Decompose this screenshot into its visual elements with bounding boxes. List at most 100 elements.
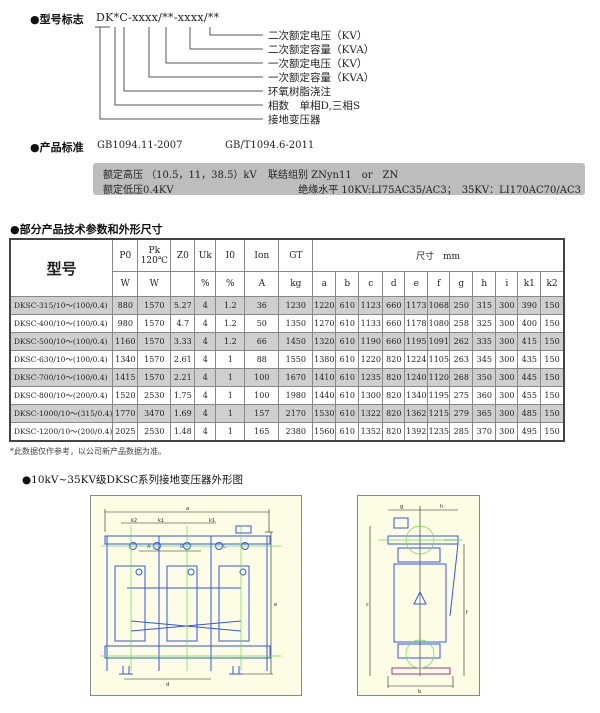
model-code: DK*C-xxxx/**-xxxx/** [96, 11, 220, 24]
value-cell: 300 [495, 350, 519, 369]
header-col: Ion [244, 238, 280, 272]
value-cell: 360 [472, 386, 497, 405]
value-cell: 1240 [404, 368, 429, 387]
value-cell: 610 [335, 386, 360, 405]
value-cell: 100 [244, 368, 280, 387]
value-cell: 820 [382, 368, 406, 387]
standard-section-title: ●产品标准 [30, 141, 84, 154]
value-cell: 1 [215, 386, 246, 405]
rated-hv: 额定高压 （10.5，11，38.5）kV [103, 170, 257, 181]
value-cell: 1.2 [215, 332, 246, 351]
value-cell: 300 [495, 314, 519, 333]
value-cell: 300 [495, 332, 519, 351]
value-cell: 50 [244, 314, 280, 333]
value-cell: 4 [194, 404, 217, 423]
value-cell: 3470 [137, 404, 172, 423]
label-primary-voltage: 一次额定电压（KV） [268, 58, 368, 70]
value-cell: 1120 [427, 368, 451, 387]
value-cell: 300 [495, 422, 519, 442]
value-cell: 3.33 [170, 332, 196, 351]
value-cell: 1450 [278, 332, 314, 351]
rating-box: 额定高压 （10.5，11，38.5）kV 联结组别 ZNyn11 or ZN … [93, 163, 585, 196]
value-cell: 820 [382, 422, 406, 442]
model-cell: DKSC-315/10～(100/0.4) [9, 296, 114, 315]
value-cell: 2380 [278, 422, 314, 442]
value-cell: 1570 [137, 350, 172, 369]
model-cell: DKSC-800/10～(200/0.4) [9, 386, 114, 405]
value-cell: 2025 [112, 422, 139, 442]
value-cell: 150 [540, 422, 565, 442]
value-cell: 1410 [312, 368, 337, 387]
value-cell: 445 [517, 368, 542, 387]
value-cell: 1.48 [170, 422, 196, 442]
value-cell: 1300 [358, 386, 384, 405]
value-cell: 150 [540, 404, 565, 423]
value-cell: 150 [540, 314, 565, 333]
svg-text:e: e [274, 602, 277, 608]
header-unit: % [194, 271, 217, 297]
value-cell: 435 [517, 350, 542, 369]
label-secondary-capacity: 二次额定容量（KVA） [268, 44, 375, 56]
model-cell: DKSC-400/10～(100/0.4) [9, 314, 114, 333]
value-cell: 1415 [112, 368, 139, 387]
value-cell: 2530 [137, 386, 172, 405]
value-cell: 1195 [404, 332, 429, 351]
value-cell: 1195 [427, 386, 451, 405]
standard-2: GB/T1094.6-2011 [225, 140, 315, 151]
model-cell: DKSC-500/10～(100/0.4) [9, 332, 114, 351]
value-cell: 1980 [278, 386, 314, 405]
value-cell: 36 [244, 296, 280, 315]
model-cell: DKSC-700/10～(100/0.4) [9, 368, 114, 387]
value-cell: 2.61 [170, 350, 196, 369]
value-cell: 610 [335, 296, 360, 315]
header-dim: g [449, 271, 474, 297]
value-cell: 258 [449, 314, 474, 333]
value-cell: 1080 [427, 314, 451, 333]
value-cell: 1.75 [170, 386, 196, 405]
phase-b-label: B [180, 544, 184, 550]
header-dim: k2 [540, 271, 565, 297]
value-cell: 300 [495, 296, 519, 315]
value-cell: 88 [244, 350, 280, 369]
value-cell: 485 [517, 404, 542, 423]
value-cell: 4 [194, 422, 217, 442]
value-cell: 1570 [137, 332, 172, 351]
value-cell: 415 [517, 332, 542, 351]
value-cell: 1.2 [215, 296, 246, 315]
value-cell: 610 [335, 422, 360, 442]
value-cell: 1.69 [170, 404, 196, 423]
value-cell: 1560 [312, 422, 337, 442]
header-unit: W [137, 271, 172, 297]
value-cell: 300 [495, 404, 519, 423]
header-dim: e [404, 271, 429, 297]
value-cell: 285 [449, 422, 474, 442]
value-cell: 157 [244, 404, 280, 423]
side-view-drawing: g h c f b [357, 495, 480, 696]
label-phases: 相数 单相D,三相S [268, 100, 361, 112]
insulation-level: 绝缘水平 10KV:LI75AC35/AC3； 35KV：LI170AC70/A… [298, 185, 581, 196]
label-primary-capacity: 一次额定容量（KVA） [268, 72, 375, 84]
header-dim: k1 [517, 271, 542, 297]
model-code-diagram-lines [95, 26, 263, 120]
value-cell: 660 [382, 296, 406, 315]
value-cell: 1322 [358, 404, 384, 423]
value-cell: 325 [472, 314, 497, 333]
value-cell: 1230 [278, 296, 314, 315]
value-cell: 610 [335, 368, 360, 387]
value-cell: 1270 [312, 314, 337, 333]
value-cell: 400 [517, 314, 542, 333]
header-unit: % [215, 271, 246, 297]
value-cell: 1570 [137, 314, 172, 333]
header-dim: c [358, 271, 384, 297]
value-cell: 1160 [112, 332, 139, 351]
value-cell: 1 [215, 404, 246, 423]
header-dim: h [472, 271, 497, 297]
dim-k1-label: k1 [158, 518, 164, 524]
value-cell: 1520 [112, 386, 139, 405]
value-cell: 1530 [312, 404, 337, 423]
